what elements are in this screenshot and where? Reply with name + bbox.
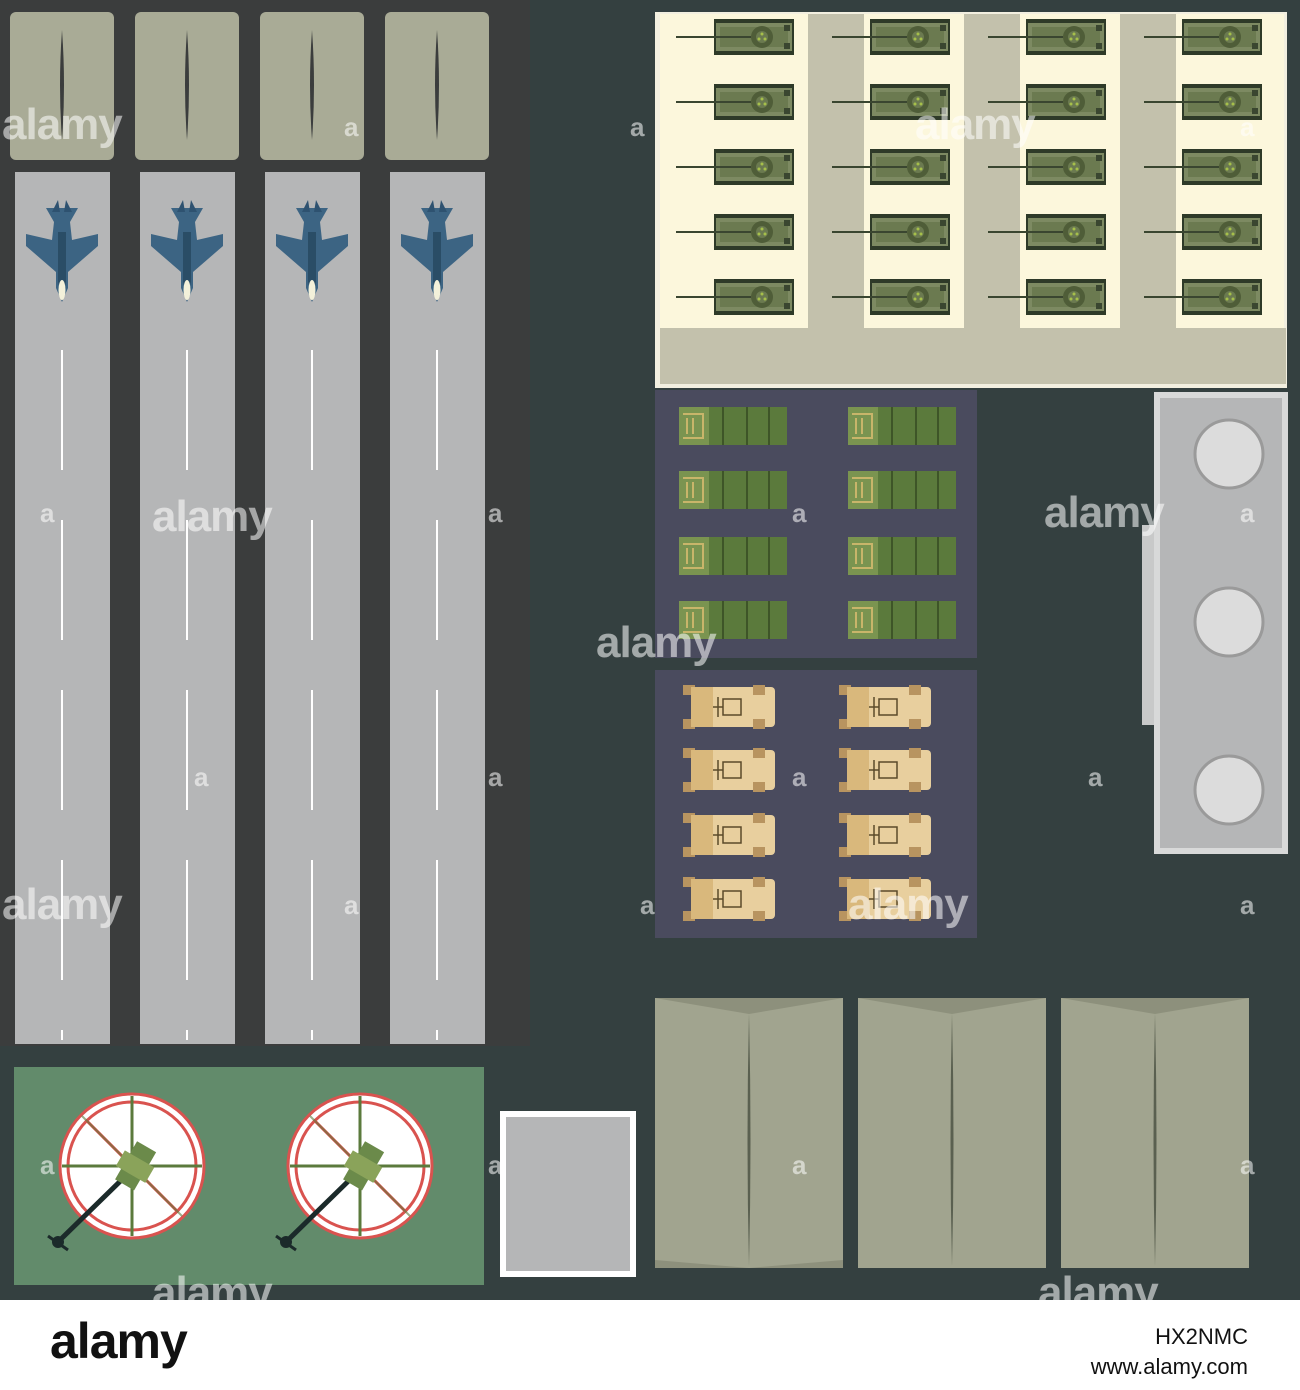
hangar <box>385 12 489 160</box>
runway <box>390 172 485 1044</box>
site-url: www.alamy.com <box>1090 1354 1248 1379</box>
missile-truck-icon <box>678 406 788 446</box>
tent-group <box>655 998 1249 1268</box>
storage-silo-icon <box>1193 418 1265 490</box>
image-id: HX2NMC <box>1155 1324 1248 1349</box>
missile-truck-icon <box>847 406 957 446</box>
tent <box>1061 998 1249 1268</box>
tank-depot <box>655 12 1287 388</box>
runway-group <box>15 172 485 1044</box>
storage-silo-icon <box>1193 586 1265 658</box>
jeep-lot <box>655 670 977 938</box>
hangar <box>135 12 239 160</box>
helipad-area <box>14 1067 484 1285</box>
hangar <box>260 12 364 160</box>
hangar <box>10 12 114 160</box>
runway <box>140 172 235 1044</box>
military-base-scene: alamy alamy alamy alamy alamy alamy alam… <box>0 0 1300 1300</box>
armored-car-icon <box>838 684 932 730</box>
armored-car-icon <box>682 684 776 730</box>
runway <box>15 172 110 1044</box>
armored-car-icon <box>838 747 932 793</box>
stock-footer: alamy HX2NMC www.alamy.com <box>0 1300 1300 1390</box>
runway <box>265 172 360 1044</box>
missile-truck-icon <box>678 600 788 640</box>
armored-car-icon <box>838 812 932 858</box>
armored-car-icon <box>682 876 776 922</box>
tent <box>858 998 1046 1268</box>
hangar-row <box>10 12 489 160</box>
military-base-illustration <box>10 12 1288 1285</box>
footer-logo: alamy <box>50 1313 188 1369</box>
silo-building <box>1142 392 1288 854</box>
armored-car-icon <box>682 812 776 858</box>
missile-truck-icon <box>678 536 788 576</box>
storage-silo-icon <box>1193 754 1265 826</box>
missile-truck-icon <box>847 536 957 576</box>
missile-truck-icon <box>847 470 957 510</box>
small-building <box>500 1111 636 1277</box>
missile-truck-icon <box>847 600 957 640</box>
tent <box>655 998 843 1268</box>
truck-lot <box>655 390 977 658</box>
armored-car-icon <box>682 747 776 793</box>
armored-car-icon <box>838 876 932 922</box>
missile-truck-icon <box>678 470 788 510</box>
